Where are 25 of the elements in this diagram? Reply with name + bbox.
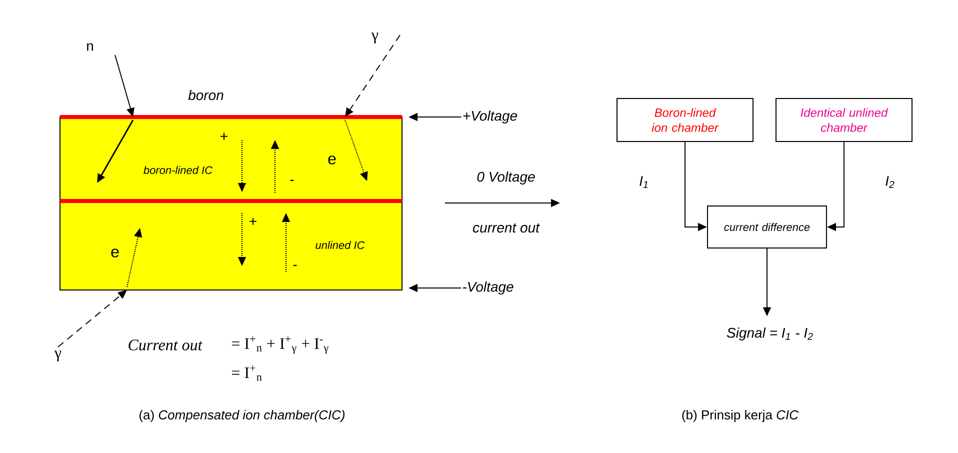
voltage-label: +Voltage xyxy=(463,110,518,124)
equation-text: = I$^{+}$n xyxy=(232,365,262,381)
charge-sign: - xyxy=(293,264,297,266)
process-box: Identical unlined chamber xyxy=(776,98,912,142)
voltage-label: -Voltage xyxy=(462,281,514,295)
edge-label: I$_{2}$ xyxy=(886,176,894,188)
caption: (b) Prinsip kerja CIC xyxy=(682,410,799,422)
caption: (a) Compensated ion chamber(CIC) xyxy=(139,410,344,422)
process-box: current difference xyxy=(707,206,827,248)
charge-sign: + xyxy=(250,218,256,225)
process-box: Boron-lined ion chamber xyxy=(616,98,754,142)
equation-text: Current out xyxy=(128,340,203,350)
material-label: boron xyxy=(188,90,224,100)
direction-label: 0 Voltage xyxy=(477,171,535,185)
direction-label: current out xyxy=(473,223,540,233)
electron-label: e xyxy=(111,248,119,258)
equation-text: = I$^{+}$$_{n}$ + I$^{+}$$_{γ}$ + I$^{-}$γ xyxy=(232,336,328,354)
particle-symbol: γ xyxy=(371,32,378,44)
electron-label: e xyxy=(328,156,336,164)
edge-label: I$_{1}$ xyxy=(640,176,648,188)
charge-sign: - xyxy=(290,180,294,181)
particle-symbol: n xyxy=(87,43,93,51)
signal-formula: Signal = I$_{1}$ - I$_{2}$ xyxy=(726,327,813,341)
charge-sign: + xyxy=(220,132,228,140)
particle-symbol: γ xyxy=(54,350,62,362)
